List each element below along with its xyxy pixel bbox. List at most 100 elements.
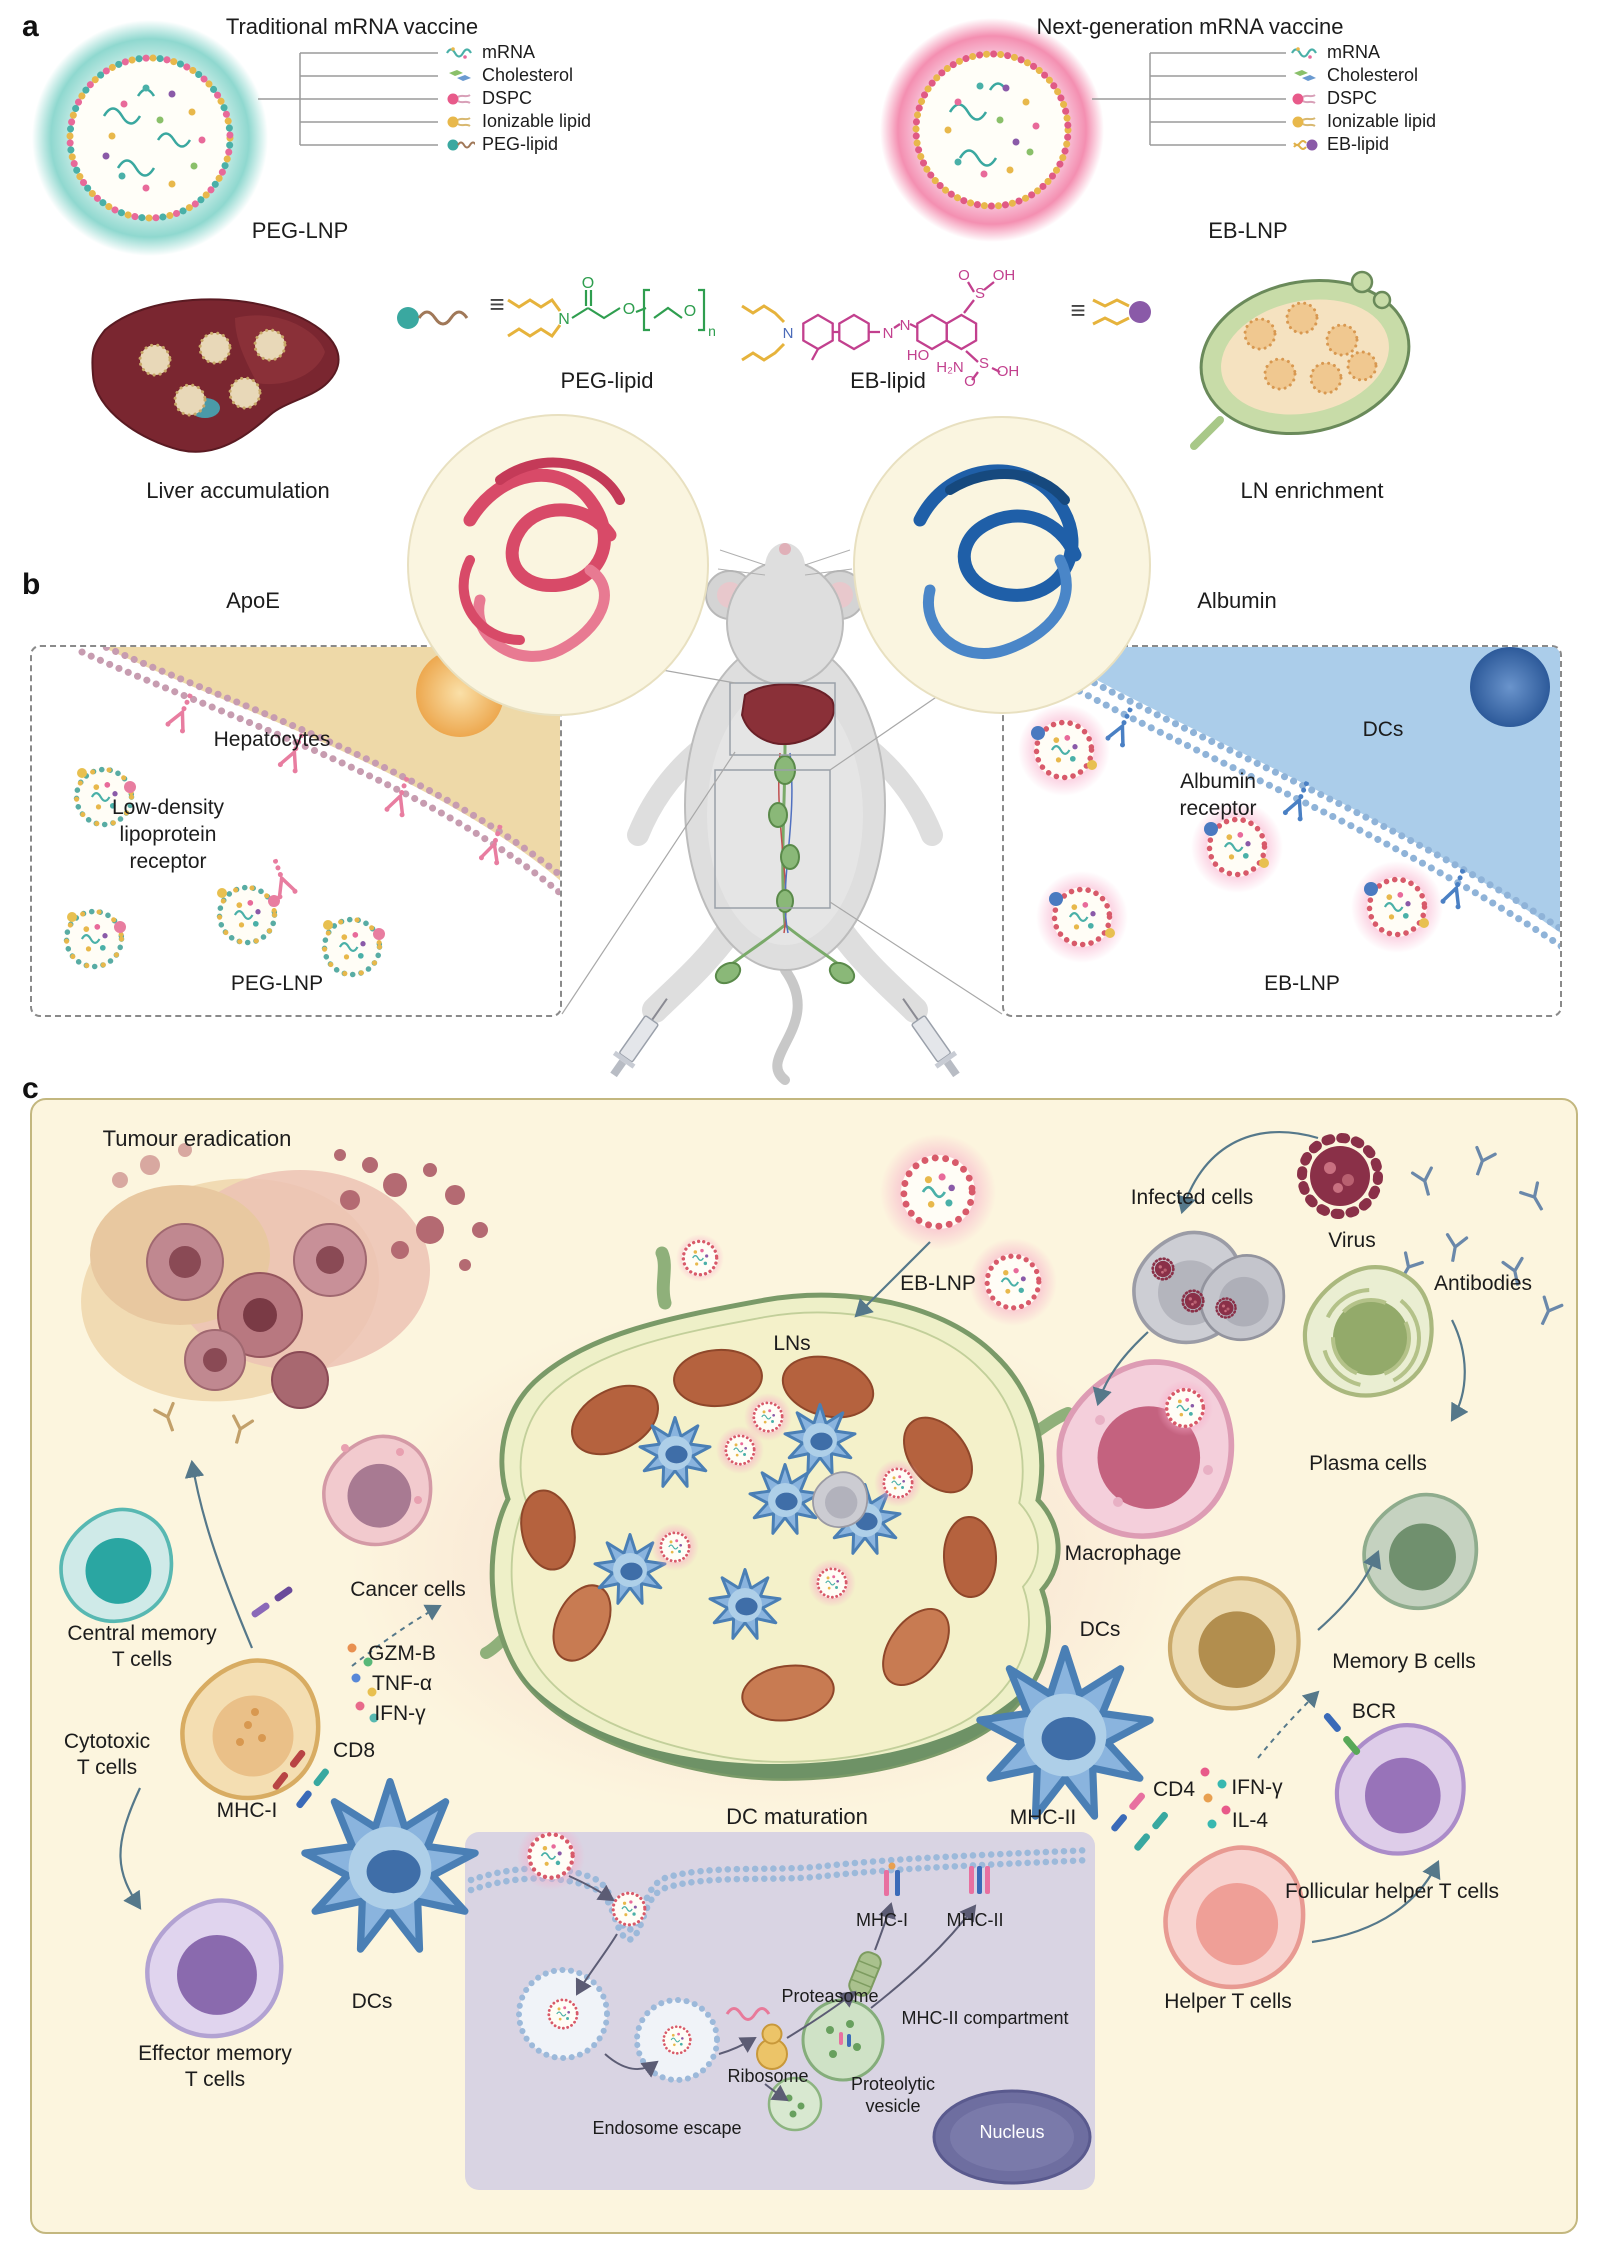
lnp-endocytosed [610,1890,648,1928]
dc-maturation-inset [465,1832,1095,2190]
lnp-outside [528,1833,575,1880]
panel-c-letter: c [22,1072,39,1105]
macrophage-label: Macrophage [1064,1542,1182,1565]
mhc2-compartment-vesicle [801,1998,885,2082]
legend-label: Ionizable lipid [1327,111,1437,131]
membrane-inner-leaflet [78,648,560,898]
inset-proteolytic-label: Proteolytic [850,2074,936,2094]
eb-lnp-particles [1018,704,1443,963]
peg-lnp-box-label: PEG-LNP [230,972,324,995]
mouse-illustration [610,543,960,1085]
hepatocytes-label: Hepatocytes [213,728,331,751]
legend-item-dspc: DSPC [1290,88,1377,109]
peg-lipid-icon [445,137,475,153]
inset-compartment-label: MHC-II compartment [901,2008,1069,2028]
atom-amine-n: N [783,325,794,342]
hepatocyte-zoom-box [30,645,562,1017]
ldl-receptor-label: Low-density [111,796,225,819]
hepatocyte-membrane-art [32,647,560,1017]
inset-mhc2-label: MHC-II [946,1910,1004,1930]
peg-lipid-structure: O N O O n [507,275,716,339]
equivalence-symbol: ≡ [489,289,505,319]
mhc1-molecule-icon [884,1862,900,1896]
effector-memory-label: Effector memory [138,2042,292,2065]
apoe-ball [416,649,504,737]
inset-mhc1-label: MHC-I [856,1910,908,1930]
legend-label: DSPC [1327,88,1378,108]
cytotoxic-label: T cells [76,1756,138,1779]
lns-label: LNs [773,1332,811,1355]
panel-a-letter: a [22,10,39,43]
mhc2-molecule-icon [969,1866,990,1894]
cholesterol-icon [1290,68,1320,84]
atom-ho: HO [907,347,930,364]
liver-accumulation-caption: Liver accumulation [146,478,330,503]
atom-o: O [582,275,594,292]
ln-enrichment-caption: LN enrichment [1240,478,1384,503]
atom-o: O [684,303,696,320]
eb-lnp-illustration [880,18,1104,242]
inset-ribosome-label: Ribosome [727,2066,809,2086]
atom-n: N [558,311,570,328]
nextgen-vaccine-title: Next-generation mRNA vaccine [1036,14,1344,39]
helper-t-cells-label: Helper T cells [1164,1990,1292,2013]
antibodies-label: Antibodies [1433,1272,1533,1295]
traditional-vaccine-title: Traditional mRNA vaccine [225,14,479,39]
inset-membrane [467,1846,1095,1944]
legend-label: mRNA [482,42,535,62]
eb-lipid-caption: EB-lipid [850,368,926,393]
albumin-label: Albumin [1197,588,1277,613]
legend-item-dspc: DSPC [445,88,532,109]
eb-lipid-icon [1290,137,1320,153]
legend-item-cholesterol: Cholesterol [445,65,573,86]
atom-azo-n: N [900,317,911,334]
equivalence-symbol: ≡ [1070,295,1086,325]
ifn-gamma-left-label: IFN-γ [374,1702,426,1725]
atom-o: O [958,267,970,284]
inset-proteasome-label: Proteasome [781,1986,879,2006]
dcs-left-label: DCs [351,1990,393,2013]
legend-item-cholesterol: Cholesterol [1290,65,1418,86]
liver-focus-rect [729,682,836,756]
cancer-cells-label: Cancer cells [350,1578,466,1601]
ribosome [756,2023,788,2070]
gzmb-label: GZM-B [368,1642,436,1665]
peg-lnp-illustration [32,20,268,256]
syringe-right [902,998,960,1078]
zoom-connector-lines [561,651,1003,1015]
ldl-receptor-label: receptor [129,850,207,873]
atom-oh: OH [993,267,1016,284]
proteasome-barrel [848,1951,882,1997]
mouse-lymphatics [714,744,856,985]
liver-illustration [91,298,340,453]
atom-oh: OH [997,363,1020,380]
legend-brackets [258,52,1286,146]
peg-lipid-icon [397,307,469,329]
inset-proteolytic-label: vesicle [865,2096,921,2116]
apoe-label: ApoE [226,588,280,613]
mrna-strand [725,2007,771,2021]
legend-label: Cholesterol [482,65,574,85]
bcr-label: BCR [1351,1700,1397,1723]
mhc1-label: MHC-I [216,1799,278,1822]
legend-item-mrna: mRNA [1290,42,1380,63]
dspc-icon [1290,91,1320,107]
membrane-outer-leaflet [97,647,560,880]
ifn-gamma-right-label: IFN-γ [1231,1776,1283,1799]
effector-memory-label: T cells [184,2068,246,2091]
ldl-receptor-label: lipoprotein [119,823,217,846]
eb-lnp-c-label: EB-LNP [900,1272,976,1295]
legend-item-peg-lipid: PEG-lipid [445,134,558,155]
mrna-icon [445,45,475,61]
dc-zoom-box [1002,645,1562,1017]
legend-label: PEG-lipid [482,134,559,154]
dcs-box-label: DCs [1362,718,1404,741]
peg-lipid-caption: PEG-lipid [560,368,654,393]
il4-label: IL-4 [1231,1809,1269,1832]
legend-label: DSPC [482,88,533,108]
cholesterol-icon [445,68,475,84]
legend-item-ionizable: Ionizable lipid [445,111,591,132]
atom-n-sub: n [708,323,716,339]
ln-focus-rect [714,769,831,909]
legend-label: Cholesterol [1327,65,1419,85]
